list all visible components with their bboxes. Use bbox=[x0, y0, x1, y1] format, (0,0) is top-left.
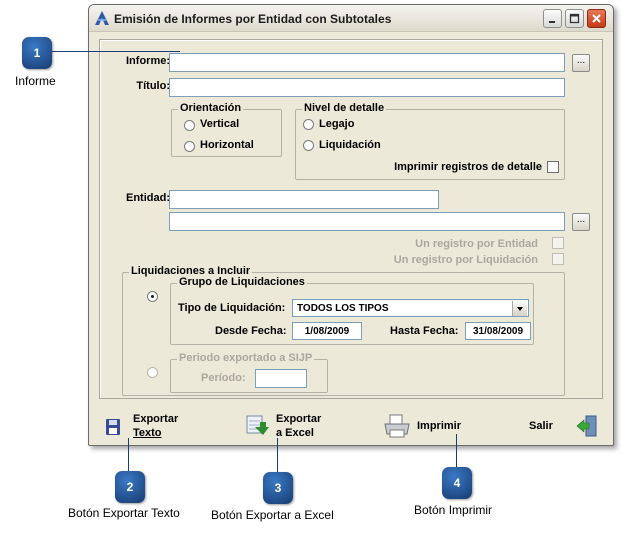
informe-lookup-glyph: ... bbox=[576, 55, 586, 66]
orientacion-group: Orientación Vertical Horizontal bbox=[171, 102, 282, 157]
callout-2-badge: 2 bbox=[115, 471, 145, 503]
tipo-liquidacion-value: TODOS LOS TIPOS bbox=[297, 303, 389, 314]
close-icon bbox=[592, 14, 601, 23]
callout-4-badge: 4 bbox=[442, 467, 472, 499]
radio-grupo-liquidaciones[interactable] bbox=[147, 291, 158, 302]
un-registro-liquidacion-label: Un registro por Liquidación bbox=[393, 254, 538, 266]
periodo-input[interactable] bbox=[255, 369, 307, 388]
hasta-fecha-input[interactable]: 31/08/2009 bbox=[465, 322, 531, 340]
exportar-texto-button[interactable] bbox=[105, 417, 125, 439]
liquidaciones-legend: Liquidaciones a Incluir bbox=[129, 265, 253, 277]
radio-horizontal[interactable] bbox=[184, 141, 195, 152]
radio-periodo-sijp[interactable] bbox=[147, 367, 158, 378]
exportar-excel-label[interactable]: Exportar a Excel bbox=[276, 412, 321, 440]
callout-2-line bbox=[128, 438, 129, 472]
callout-4-label: Botón Imprimir bbox=[414, 503, 493, 517]
tipo-liquidacion-label: Tipo de Liquidación: bbox=[178, 302, 286, 314]
floppy-disk-icon bbox=[106, 419, 120, 435]
entidad-code-input[interactable] bbox=[169, 190, 439, 209]
exportar-excel-button[interactable] bbox=[245, 413, 271, 441]
exportar-texto-line1: Exportar bbox=[133, 413, 179, 425]
title-bar[interactable]: Emisión de Informes por Entidad con Subt… bbox=[89, 5, 613, 32]
detail-check-label: Imprimir registros de detalle bbox=[394, 161, 542, 173]
maximize-button[interactable] bbox=[565, 9, 584, 28]
imprimir-button[interactable] bbox=[383, 413, 411, 439]
callout-2-label: Botón Exportar Texto bbox=[68, 506, 180, 520]
form-panel: Informe: ... Título: Orientación Vertica… bbox=[99, 39, 603, 399]
salir-label[interactable]: Salir bbox=[529, 420, 553, 432]
periodo-sijp-group: Periodo exportado a SIJP Período: bbox=[170, 352, 328, 393]
minimize-icon bbox=[549, 21, 555, 23]
informe-label: Informe: bbox=[126, 55, 170, 67]
imprimir-detalle-checkbox[interactable] bbox=[547, 161, 559, 173]
callout-3-line bbox=[277, 438, 278, 473]
radio-liquidacion[interactable] bbox=[303, 140, 314, 151]
app-icon bbox=[95, 11, 109, 25]
salir-button[interactable] bbox=[575, 414, 599, 438]
minimize-button[interactable] bbox=[543, 9, 562, 28]
nivel-detalle-group: Nivel de detalle Legajo Liquidación Impr… bbox=[295, 102, 565, 180]
maximize-icon bbox=[569, 13, 580, 24]
un-registro-entidad-checkbox[interactable] bbox=[552, 237, 564, 249]
titulo-label: Título: bbox=[136, 80, 170, 92]
callout-3-badge: 3 bbox=[263, 472, 293, 504]
grupo-liquidaciones-legend: Grupo de Liquidaciones bbox=[177, 276, 307, 288]
callout-3-label: Botón Exportar a Excel bbox=[211, 508, 334, 522]
periodo-label: Período: bbox=[201, 372, 246, 384]
exportar-excel-line2: a Excel bbox=[276, 427, 314, 439]
nivel-detalle-legend: Nivel de detalle bbox=[302, 102, 387, 114]
entidad-lookup-button[interactable]: ... bbox=[572, 213, 590, 231]
imprimir-label[interactable]: Imprimir bbox=[417, 420, 462, 432]
titulo-input[interactable] bbox=[169, 78, 565, 97]
close-button[interactable] bbox=[587, 9, 606, 28]
orientacion-legend: Orientación bbox=[178, 102, 244, 114]
entidad-lookup-glyph: ... bbox=[576, 214, 586, 225]
radio-horizontal-label[interactable]: Horizontal bbox=[200, 139, 254, 151]
periodo-sijp-legend: Periodo exportado a SIJP bbox=[177, 352, 315, 364]
desde-fecha-input[interactable]: 1/08/2009 bbox=[292, 322, 362, 340]
excel-export-icon bbox=[246, 415, 269, 435]
printer-icon bbox=[384, 414, 410, 438]
radio-legajo[interactable] bbox=[303, 119, 314, 130]
window-title: Emisión de Informes por Entidad con Subt… bbox=[114, 12, 392, 26]
report-window: Emisión de Informes por Entidad con Subt… bbox=[88, 4, 614, 446]
liquidaciones-group: Liquidaciones a Incluir Grupo de Liquida… bbox=[122, 265, 565, 396]
radio-vertical-label[interactable]: Vertical bbox=[200, 118, 240, 130]
entidad-label: Entidad: bbox=[126, 192, 170, 204]
un-registro-entidad-label: Un registro por Entidad bbox=[415, 238, 538, 250]
exportar-texto-label[interactable]: Exportar Texto bbox=[133, 412, 178, 440]
chevron-down-icon[interactable] bbox=[512, 301, 527, 316]
callout-1-badge: 1 bbox=[22, 37, 52, 69]
callout-4-line bbox=[456, 434, 457, 468]
grupo-liquidaciones-group: Grupo de Liquidaciones Tipo de Liquidaci… bbox=[170, 276, 534, 345]
informe-input[interactable] bbox=[169, 53, 565, 72]
hasta-fecha-label: Hasta Fecha: bbox=[390, 325, 459, 337]
radio-liquidacion-label[interactable]: Liquidación bbox=[319, 139, 381, 151]
radio-vertical[interactable] bbox=[184, 120, 195, 131]
desde-fecha-label: Desde Fecha: bbox=[215, 325, 287, 337]
callout-1-label: Informe bbox=[15, 74, 56, 88]
informe-lookup-button[interactable]: ... bbox=[572, 54, 590, 72]
entidad-name-input[interactable] bbox=[169, 212, 565, 231]
exportar-texto-line2: Texto bbox=[133, 427, 162, 439]
exit-door-icon bbox=[576, 415, 597, 437]
exportar-excel-line1: Exportar bbox=[276, 413, 322, 425]
callout-1-line bbox=[51, 51, 180, 52]
radio-legajo-label[interactable]: Legajo bbox=[319, 118, 355, 130]
tipo-liquidacion-select[interactable]: TODOS LOS TIPOS bbox=[292, 299, 529, 317]
un-registro-liquidacion-checkbox[interactable] bbox=[552, 253, 564, 265]
